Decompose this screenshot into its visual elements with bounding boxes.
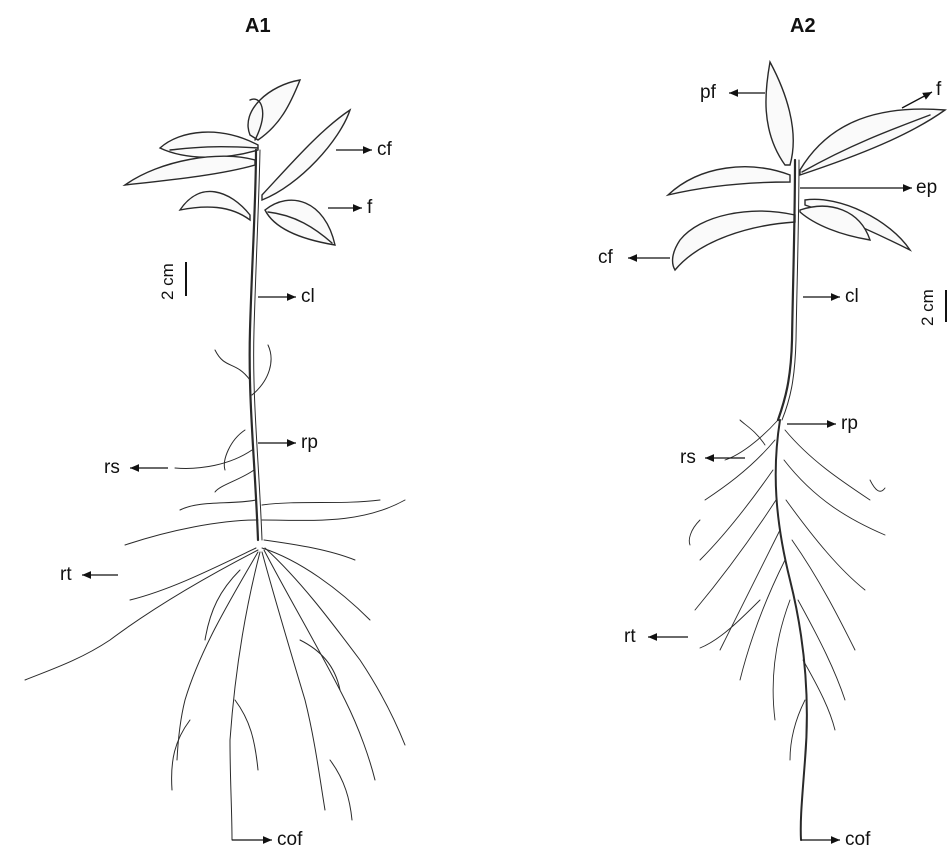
roots-a1 [25, 345, 405, 840]
plant-a1 [25, 80, 405, 840]
scale-label-a2: 2 cm [918, 289, 938, 326]
label-a2-rs: rs [680, 448, 696, 467]
label-a2-rt: rt [624, 627, 636, 646]
label-a1-rt: rt [60, 565, 72, 584]
label-a2-cof: cof [845, 830, 870, 849]
roots-a2 [689, 420, 885, 760]
panel-title-a1: A1 [245, 16, 271, 36]
label-a2-f: f [936, 80, 941, 99]
label-a1-cof: cof [277, 830, 302, 849]
label-a1-f: f [367, 198, 372, 217]
label-a1-rs: rs [104, 458, 120, 477]
arrows-a1 [82, 150, 372, 840]
label-a1-rp: rp [301, 433, 318, 452]
label-a2-cf: cf [598, 248, 613, 267]
panel-title-a2: A2 [790, 16, 816, 36]
label-a1-cl: cl [301, 287, 315, 306]
plant-a2 [668, 62, 945, 840]
arrows-a2 [628, 92, 932, 840]
label-a1-cf: cf [377, 140, 392, 159]
label-a2-pf: pf [700, 83, 716, 102]
label-a2-ep: ep [916, 178, 937, 197]
label-a2-cl: cl [845, 287, 859, 306]
scale-label-a1: 2 cm [158, 263, 178, 300]
label-a2-rp: rp [841, 414, 858, 433]
leaves-a1 [125, 80, 350, 245]
